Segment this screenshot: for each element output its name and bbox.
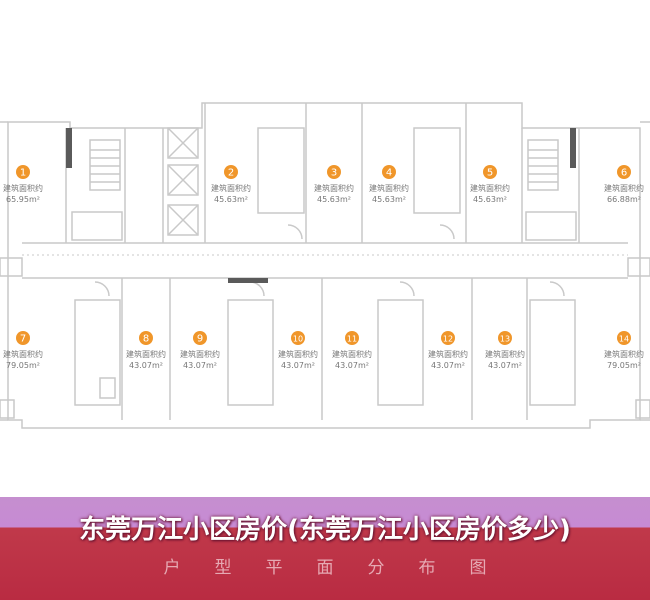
unit-number: 9: [197, 334, 203, 345]
banner-subtitle: 户型平面分布图: [163, 558, 521, 578]
unit-7: 7 建筑面积约 79.05m²: [3, 331, 43, 370]
unit-4: 4 建筑面积约 45.63m²: [369, 165, 409, 204]
unit-area-label: 建筑面积约: [470, 183, 510, 193]
unit-number-badge: [327, 165, 341, 179]
unit-5: 5 建筑面积约 45.63m²: [470, 165, 510, 204]
unit-number: 14: [619, 335, 629, 344]
unit-number-badge: [345, 331, 359, 345]
unit-area-label: 建筑面积约: [3, 183, 43, 193]
unit-area-value: 43.07m²: [183, 361, 217, 370]
unit-area-value: 43.07m²: [431, 361, 465, 370]
unit-number: 13: [500, 335, 510, 344]
unit-area-value: 45.63m²: [317, 195, 351, 204]
wall-lines: [0, 102, 650, 429]
unit-2: 2 建筑面积约 45.63m²: [211, 165, 251, 204]
unit-labels: 1建筑面积约65.95m²2建筑面积约45.63m²3建筑面积约45.63m²4…: [3, 165, 644, 370]
unit-number-badge: [483, 165, 497, 179]
unit-area-label: 建筑面积约: [278, 349, 318, 359]
unit-14: 14 建筑面积约 79.05m²: [604, 331, 644, 370]
unit-number: 3: [331, 168, 337, 179]
unit-area-label: 建筑面积约: [126, 349, 166, 359]
unit-area-label: 建筑面积约: [485, 349, 525, 359]
banner-title: 东莞万江小区房价(东莞万江小区房价多少): [79, 515, 571, 545]
unit-number: 1: [20, 168, 26, 179]
unit-number-badge: [617, 165, 631, 179]
unit-number: 5: [487, 168, 493, 179]
unit-number-badge: [224, 165, 238, 179]
unit-area-value: 45.63m²: [214, 195, 248, 204]
unit-area-label: 建筑面积约: [3, 349, 43, 359]
unit-number-badge: [382, 165, 396, 179]
unit-number-badge: [193, 331, 207, 345]
unit-13: 13 建筑面积约 43.07m²: [485, 331, 525, 370]
unit-area-value: 79.05m²: [607, 361, 641, 370]
unit-area-label: 建筑面积约: [604, 183, 644, 193]
unit-number: 10: [293, 335, 303, 344]
unit-area-value: 43.07m²: [335, 361, 369, 370]
unit-number: 6: [621, 168, 627, 179]
unit-number: 4: [386, 168, 392, 179]
unit-12: 12 建筑面积约 43.07m²: [428, 331, 468, 370]
unit-8: 8 建筑面积约 43.07m²: [126, 331, 166, 370]
unit-number: 7: [20, 334, 26, 345]
unit-number-badge: [16, 165, 30, 179]
floor-plan-diagram: 1建筑面积约65.95m²2建筑面积约45.63m²3建筑面积约45.63m²4…: [0, 102, 650, 429]
unit-number-badge: [498, 331, 512, 345]
unit-number-badge: [441, 331, 455, 345]
unit-area-label: 建筑面积约: [211, 183, 251, 193]
unit-6: 6 建筑面积约 66.88m²: [604, 165, 644, 204]
unit-area-value: 65.95m²: [6, 195, 40, 204]
unit-number: 2: [228, 168, 234, 179]
unit-10: 10 建筑面积约 43.07m²: [278, 331, 318, 370]
unit-3: 3 建筑面积约 45.63m²: [314, 165, 354, 204]
unit-area-label: 建筑面积约: [180, 349, 220, 359]
unit-area-value: 45.63m²: [473, 195, 507, 204]
unit-number: 8: [143, 334, 149, 345]
unit-area-label: 建筑面积约: [314, 183, 354, 193]
unit-area-value: 79.05m²: [6, 361, 40, 370]
unit-9: 9 建筑面积约 43.07m²: [180, 331, 220, 370]
unit-area-label: 建筑面积约: [428, 349, 468, 359]
unit-area-value: 66.88m²: [607, 195, 641, 204]
unit-number-badge: [139, 331, 153, 345]
title-banner: 户型平面分布图 东莞万江小区房价(东莞万江小区房价多少): [0, 497, 650, 600]
unit-area-label: 建筑面积约: [604, 349, 644, 359]
unit-1: 1 建筑面积约 65.95m²: [3, 165, 43, 204]
unit-area-label: 建筑面积约: [369, 183, 409, 193]
structural-columns: [66, 128, 576, 283]
unit-number-badge: [16, 331, 30, 345]
unit-area-value: 43.07m²: [488, 361, 522, 370]
unit-number-badge: [291, 331, 305, 345]
unit-number-badge: [617, 331, 631, 345]
unit-area-value: 43.07m²: [129, 361, 163, 370]
unit-area-value: 43.07m²: [281, 361, 315, 370]
unit-number: 12: [443, 335, 453, 344]
unit-number: 11: [347, 335, 357, 344]
unit-area-value: 45.63m²: [372, 195, 406, 204]
unit-area-label: 建筑面积约: [332, 349, 372, 359]
unit-11: 11 建筑面积约 43.07m²: [332, 331, 372, 370]
